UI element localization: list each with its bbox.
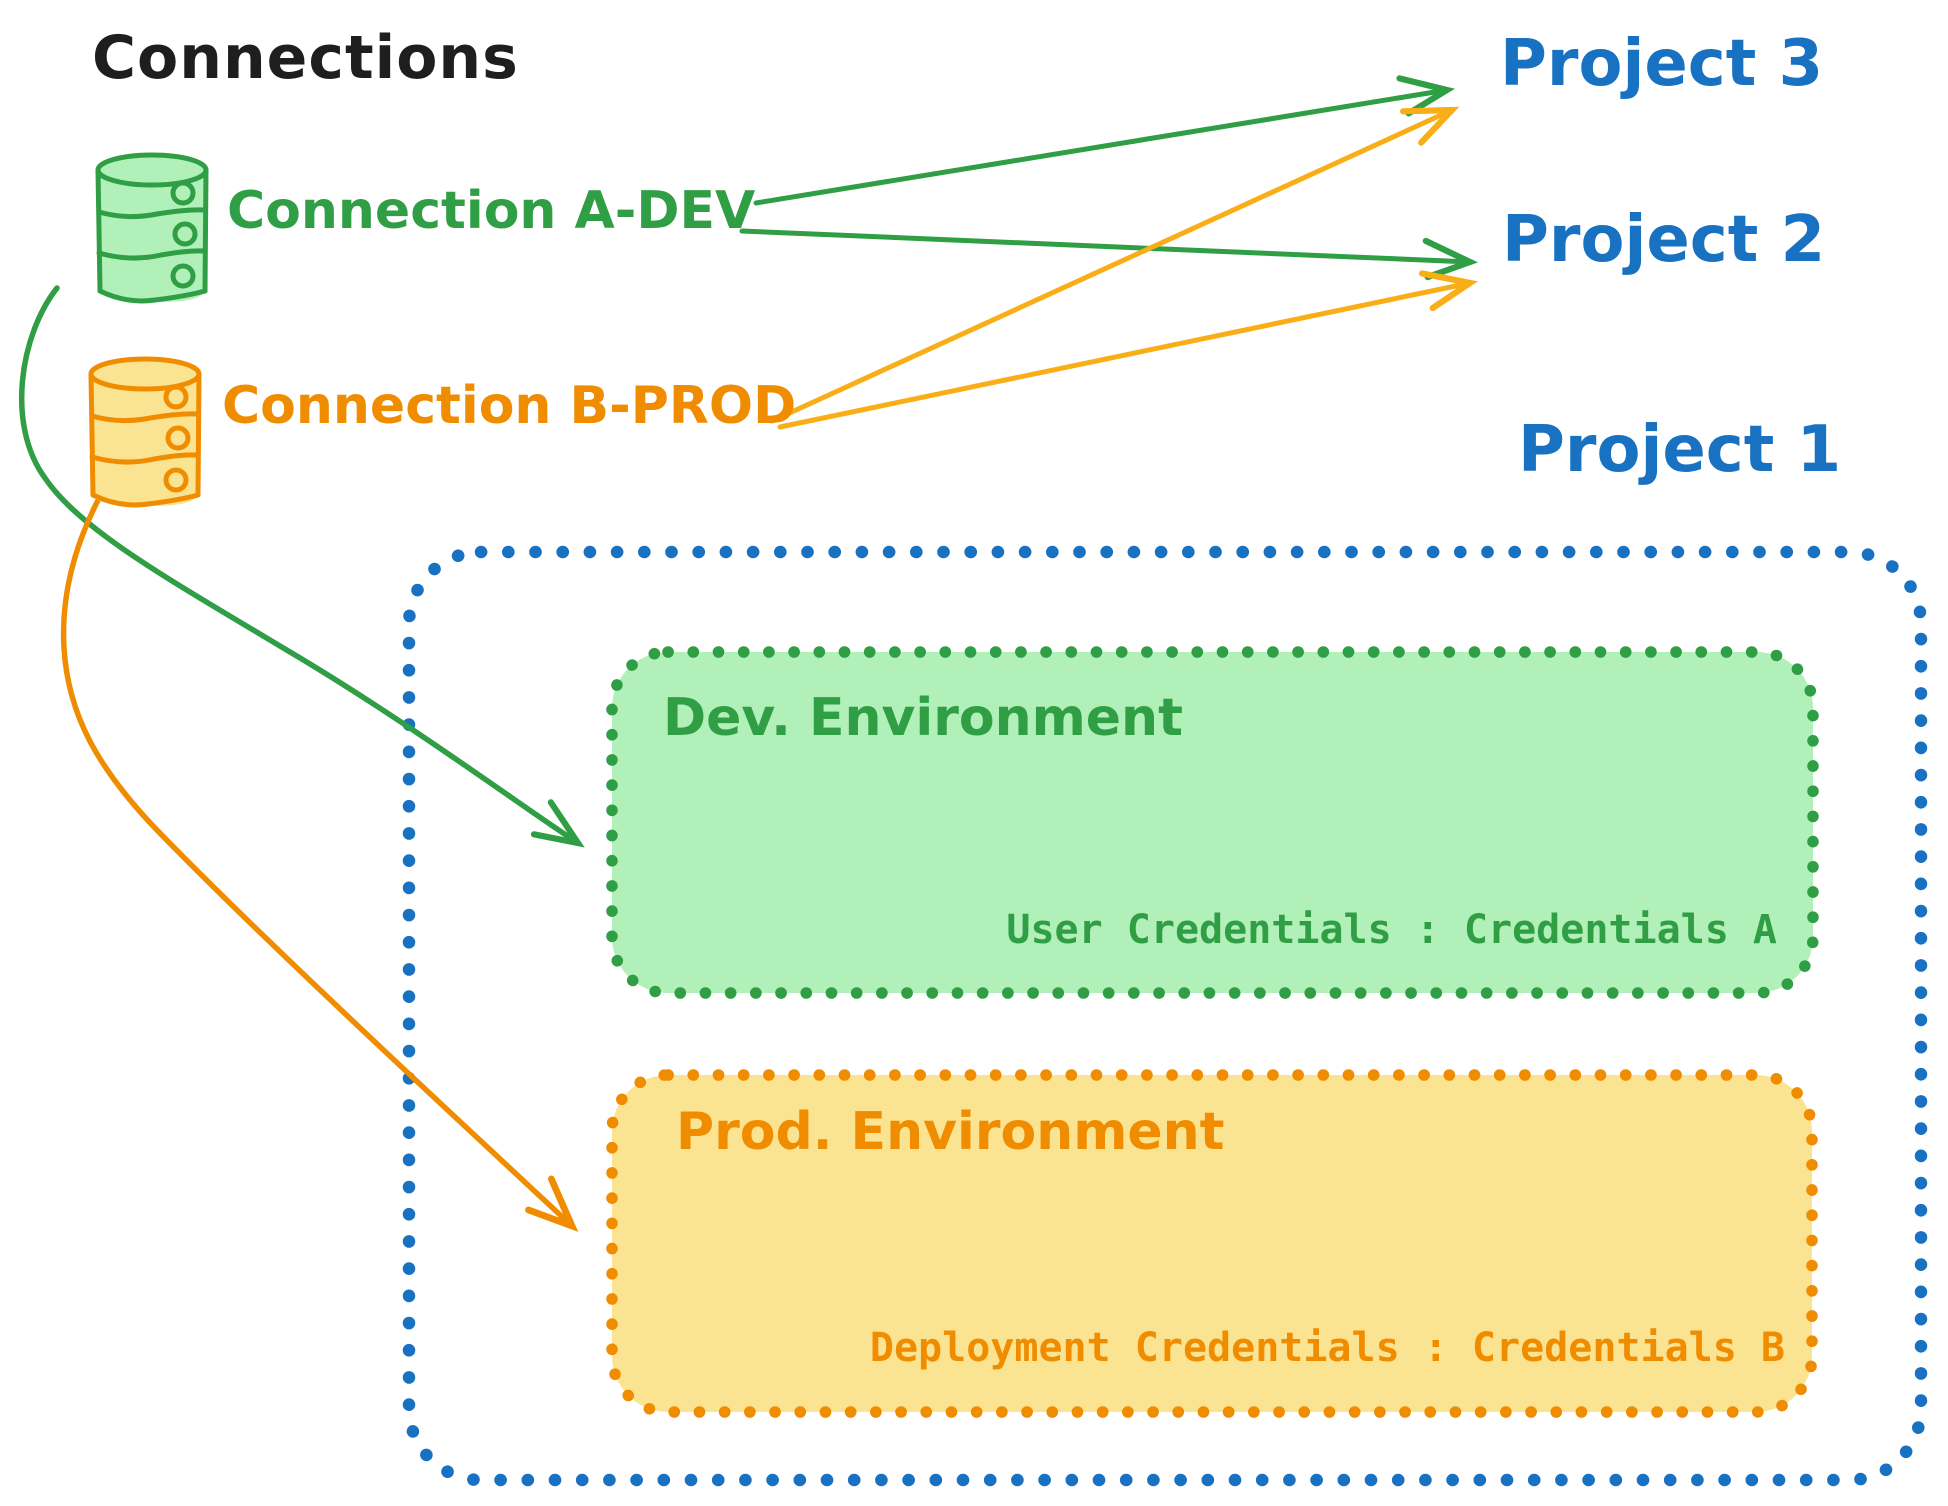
project1-boundary-box [402,545,1928,1487]
arrow-b-prod-to-project3 [769,106,1460,424]
arrow-b-prod-to-prod-environment [60,472,579,1232]
prod-environment-title: Prod. Environment [676,1102,1225,1162]
arrow-b-prod-to-project2 [777,270,1478,430]
dev-database-icon [95,152,209,304]
project1-label: Project 1 [1518,413,1842,487]
prod-database-icon [88,356,202,508]
dev-environment-box [606,646,1819,999]
arrow-a-dev-to-project2 [739,228,1479,281]
arrow-a-dev-to-project3 [753,75,1455,206]
connection-a-dev-label: Connection A-DEV [227,181,756,241]
arrow-a-dev-to-dev-environment [18,285,585,848]
project2-label: Project 2 [1502,203,1826,277]
prod-environment-box [606,1069,1818,1418]
dev-environment-title: Dev. Environment [663,688,1183,748]
dev-environment-credentials: User Credentials : Credentials A [1006,907,1777,953]
prod-environment-credentials: Deployment Credentials : Credentials B [869,1325,1785,1371]
project3-label: Project 3 [1500,27,1824,101]
connection-b-prod-label: Connection B-PROD [222,376,797,436]
diagram-title: Connections [92,23,519,93]
